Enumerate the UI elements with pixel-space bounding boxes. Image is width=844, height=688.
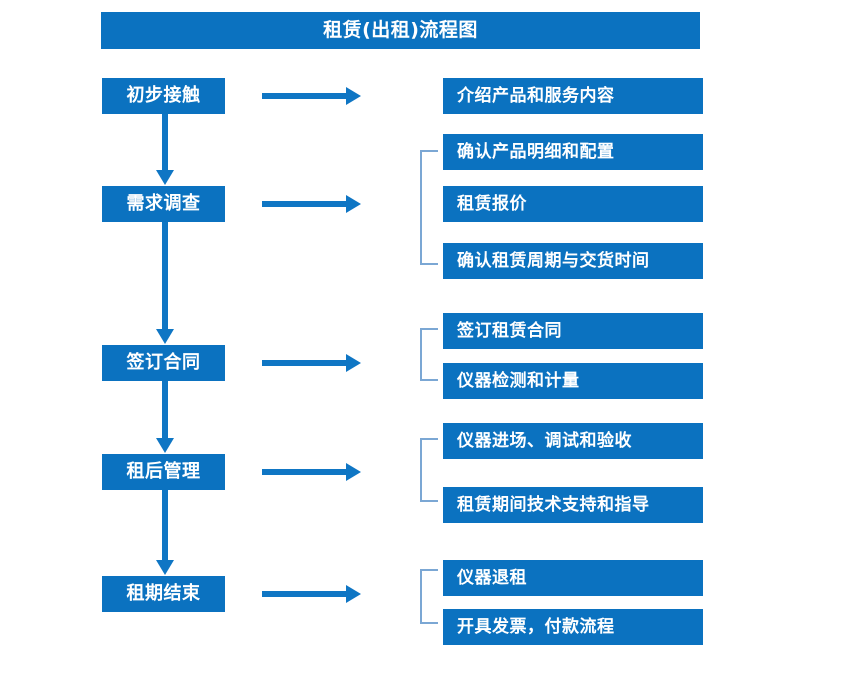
detail-box-6[interactable]: 仪器检测和计量 — [443, 363, 703, 399]
detail-box-2[interactable]: 确认产品明细和配置 — [443, 134, 703, 170]
group-bracket-2 — [420, 328, 438, 381]
vertical-arrow-1 — [153, 114, 177, 186]
vertical-arrow-3 — [153, 381, 177, 454]
detail-box-7[interactable]: 仪器进场、调试和验收 — [443, 423, 703, 459]
detail-box-4[interactable]: 确认租赁周期与交货时间 — [443, 243, 703, 279]
horizontal-arrow-2 — [262, 192, 362, 216]
vertical-arrow-4 — [153, 490, 177, 576]
vertical-arrow-2 — [153, 222, 177, 345]
stage-box-5[interactable]: 租期结束 — [102, 576, 225, 612]
group-bracket-4 — [420, 569, 438, 624]
group-bracket-1 — [420, 150, 438, 265]
stage-box-3[interactable]: 签订合同 — [102, 345, 225, 381]
stage-box-4[interactable]: 租后管理 — [102, 454, 225, 490]
detail-box-1[interactable]: 介绍产品和服务内容 — [443, 78, 703, 114]
detail-box-3[interactable]: 租赁报价 — [443, 186, 703, 222]
detail-box-5[interactable]: 签订租赁合同 — [443, 313, 703, 349]
detail-box-8[interactable]: 租赁期间技术支持和指导 — [443, 487, 703, 523]
horizontal-arrow-3 — [262, 351, 362, 375]
detail-box-9[interactable]: 仪器退租 — [443, 560, 703, 596]
horizontal-arrow-5 — [262, 582, 362, 606]
horizontal-arrow-1 — [262, 84, 362, 108]
detail-box-10[interactable]: 开具发票，付款流程 — [443, 609, 703, 645]
stage-box-2[interactable]: 需求调查 — [102, 186, 225, 222]
group-bracket-3 — [420, 438, 438, 502]
horizontal-arrow-4 — [262, 460, 362, 484]
page-title: 租赁(出租)流程图 — [101, 12, 700, 49]
stage-box-1[interactable]: 初步接触 — [102, 78, 225, 114]
